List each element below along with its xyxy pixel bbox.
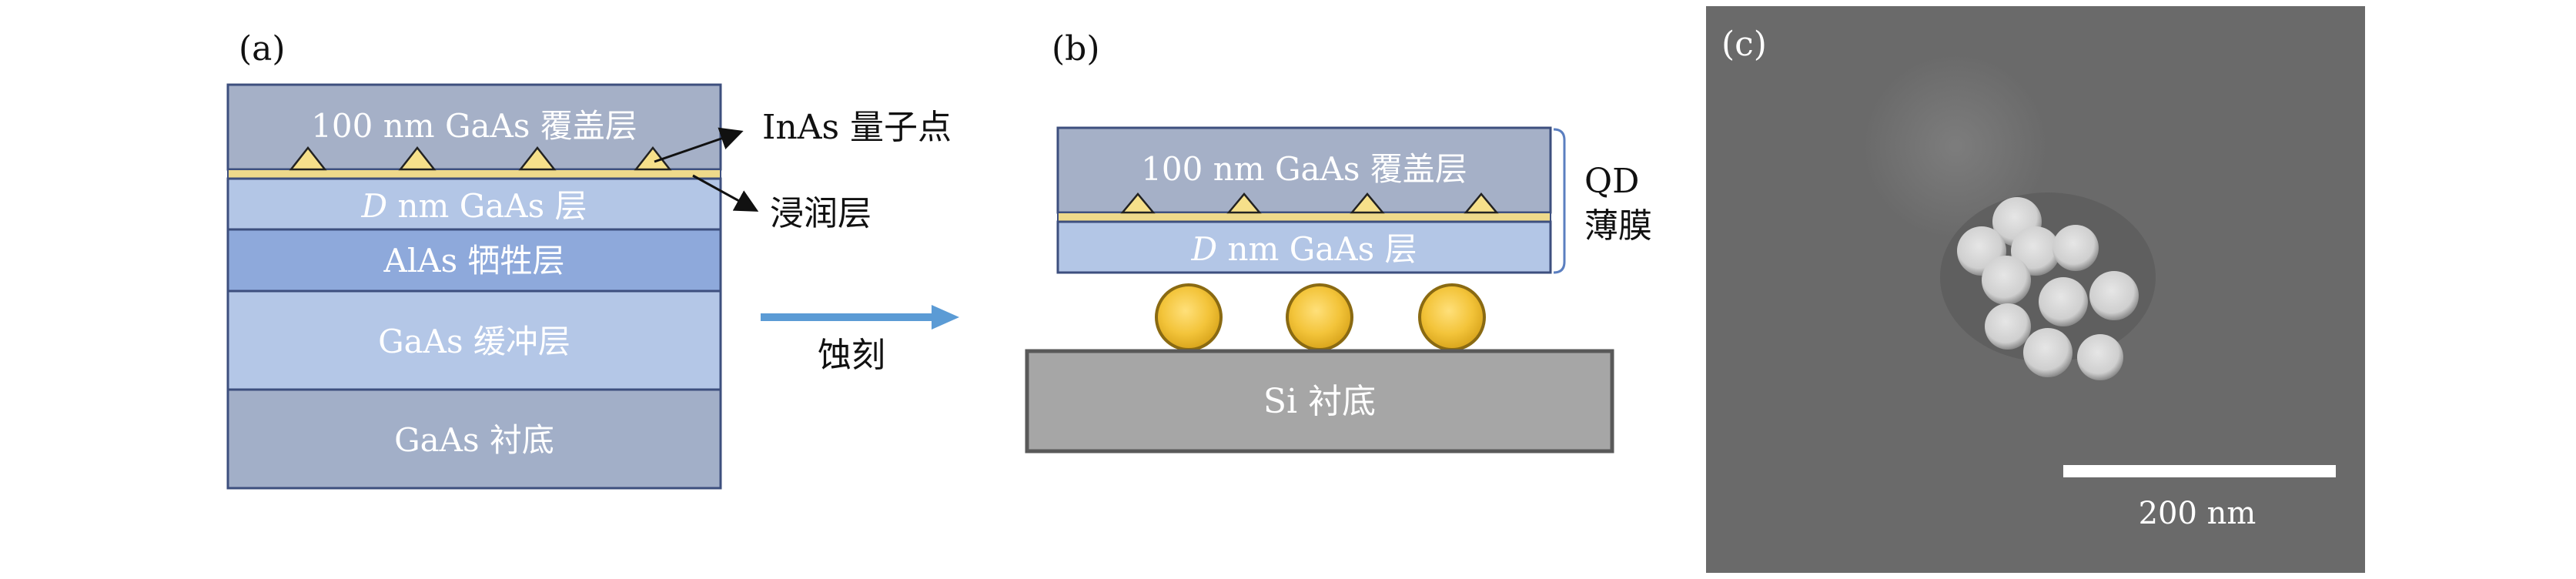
gold-sphere xyxy=(1418,283,1486,351)
si-substrate-label: Si 衬底 xyxy=(1263,382,1376,421)
gaas-d-layer xyxy=(226,177,722,231)
etch-arrow-label: 蚀刻 xyxy=(818,336,885,375)
sem-particle xyxy=(2089,271,2139,320)
qd-film-wetting-layer xyxy=(1057,212,1551,223)
qd-film-cap-layer-label: 100 nm GaAs 覆盖层 xyxy=(1141,150,1467,188)
si-substrate xyxy=(1025,349,1614,453)
sem-particle xyxy=(2023,328,2073,377)
panel-b: (b) 100 nm GaAs 覆盖层 D nm GaAs 层 QD 薄膜 Si… xyxy=(1025,29,1652,453)
panel-a-label: (a) xyxy=(239,29,286,69)
sem-halo xyxy=(1863,54,2048,239)
substrate-layer-label: GaAs 衬底 xyxy=(394,421,554,459)
scale-bar-label: 200 nm xyxy=(2139,496,2257,531)
panel-c: (c) 200 nm xyxy=(1706,6,2365,573)
gold-sphere xyxy=(1155,283,1223,351)
qd-film-bracket-label-line1: QD xyxy=(1584,162,1639,201)
substrate-layer xyxy=(226,388,722,490)
quantum-dot xyxy=(289,146,327,171)
gaas-d-layer-label: D nm GaAs 层 xyxy=(360,187,587,225)
panel-a: (a) 100 nm GaAs 覆盖层 D nm GaAs 层 AlAs 牺牲层… xyxy=(226,29,952,490)
etch-arrow-head xyxy=(932,305,959,330)
qd-film-bracket xyxy=(1553,128,1566,274)
wetting-annotation-arrow xyxy=(692,174,759,212)
sacrificial-layer xyxy=(226,228,722,293)
quantum-dot xyxy=(518,146,557,171)
panel-c-label: (c) xyxy=(1721,25,1767,64)
buffer-layer xyxy=(226,290,722,391)
quantum-dot xyxy=(1350,192,1385,214)
sem-particle xyxy=(2052,225,2099,271)
panel-b-label: (b) xyxy=(1052,29,1100,69)
scale-bar xyxy=(2063,465,2336,477)
qd-film-bracket-label-line2: 薄膜 xyxy=(1584,206,1652,246)
cap-layer-label: 100 nm GaAs 覆盖层 xyxy=(311,107,637,145)
qd-annotation-arrow xyxy=(654,127,744,163)
quantum-dot xyxy=(1464,192,1499,214)
buffer-layer-label: GaAs 缓冲层 xyxy=(378,323,570,360)
qd-film-gaas-d-layer xyxy=(1056,220,1552,274)
sem-particle xyxy=(1982,256,2031,305)
quantum-dot xyxy=(398,146,437,171)
quantum-dot xyxy=(1120,192,1156,214)
qd-annotation-label: InAs 量子点 xyxy=(762,108,952,147)
wetting-annotation-label: 浸润层 xyxy=(770,194,871,233)
sem-particle xyxy=(2039,277,2088,326)
sacrificial-layer-label: AlAs 牺牲层 xyxy=(383,242,565,279)
quantum-dot xyxy=(1226,192,1262,214)
etch-arrow-group: 蚀刻 xyxy=(761,305,959,375)
sem-particle xyxy=(1985,303,2031,350)
sem-particle xyxy=(2077,334,2123,380)
gold-sphere xyxy=(1286,283,1353,351)
qd-film-gaas-d-layer-label: D nm GaAs 层 xyxy=(1190,230,1417,268)
wetting-layer xyxy=(227,169,721,179)
